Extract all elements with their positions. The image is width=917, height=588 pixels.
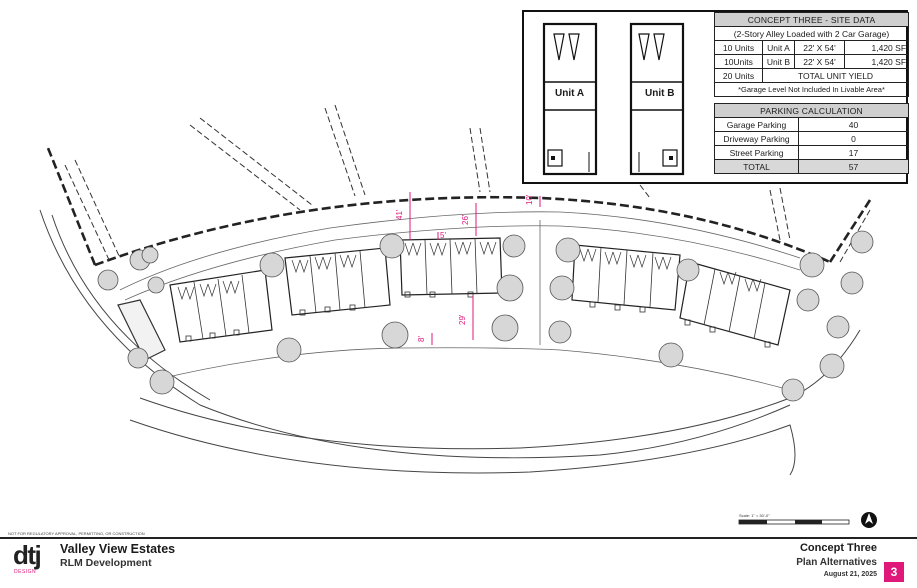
site-data-subtitle: (2-Story Alley Loaded with 2 Car Garage) [713,26,910,41]
unit-a-sketch [542,22,598,176]
unit-count: 10Units [714,54,763,69]
alley-edge-south [154,347,791,391]
parking-table: PARKING CALCULATION Garage Parking 40 Dr… [713,103,910,174]
roof-triangles [177,241,762,301]
table-row: 10Units Unit B 22' X 54' 1,420 SF [714,54,910,69]
parking-value: 0 [797,131,910,146]
disclaimer-text: NOT FOR REGULATORY APPROVAL, PERMITTING,… [8,531,145,536]
parking-total-value: 57 [797,159,910,174]
parking-title: PARKING CALCULATION [713,103,910,118]
unit-area: 1,420 SF [843,54,910,69]
table-row: Garage Parking 40 [714,117,910,132]
garage-note: *Garage Level Not Included In Livable Ar… [713,82,910,97]
scale-label: Scale: 1" = 30'-0" [739,513,770,518]
parking-label: Driveway Parking [714,131,799,146]
page-number-badge: 3 [884,562,904,582]
tree-group [97,230,874,402]
site-data-title: CONCEPT THREE - SITE DATA [713,12,910,27]
table-row: 10 Units Unit A 22' X 54' 1,420 SF [714,40,910,55]
unit-a-label: Unit A [555,88,585,99]
road-edge-outer [39,209,791,459]
site-data-panel: Unit A Unit B CONCEPT THREE - SITE DATA … [522,10,910,184]
parking-label: Garage Parking [714,117,799,132]
site-data-table: CONCEPT THREE - SITE DATA (2-Story Alley… [713,12,910,97]
parking-value: 40 [797,117,910,132]
parking-total-label: TOTAL [714,159,799,174]
sheet-subtitle: Plan Alternatives [796,557,877,568]
dimension-label-1: 41' [395,209,404,220]
dimension-label-2: 26' [461,214,470,225]
project-title: Valley View Estates [60,542,176,556]
table-row: Street Parking 17 [714,145,910,160]
dimension-label-4: 5' [440,231,446,240]
road-edge-south [139,329,861,450]
parking-label: Street Parking [714,145,799,160]
table-row: 20 Units TOTAL UNIT YIELD [714,68,910,83]
dimension-label-6: 8' [417,336,426,342]
property-boundary [94,195,831,267]
site-plan-drawing: 41' 26' 10' 5' 29' 8' [39,104,877,528]
sheet-date: August 21, 2025 [823,571,877,578]
scale-bar [738,519,850,525]
road-edge-inner-left [51,214,211,401]
parking-value: 17 [797,145,910,160]
unit-size: 22' X 54' [794,54,845,69]
client-name: RLM Development [60,557,152,569]
alley-edge-north [119,211,801,291]
building-dividers [193,237,766,340]
building-group [169,237,791,346]
company-logo: dtj [13,540,42,570]
boundary-west [46,147,97,266]
unit-type: Unit B [762,54,795,69]
driveway-marks [185,291,771,348]
unit-area: 1,420 SF [843,40,910,55]
dimension-label-3: 10' [525,194,534,205]
total-unit-count: 20 Units [714,68,763,83]
data-tables: CONCEPT THREE - SITE DATA (2-Story Alley… [713,12,910,174]
table-row: Driveway Parking 0 [714,131,910,146]
table-row: TOTAL 57 [714,159,910,174]
title-block-rule [0,537,917,539]
detention-pond [117,299,166,361]
unit-b-sketch [629,22,685,176]
unit-type: Unit A [762,40,795,55]
company-logo-sub: DESIGN [14,569,37,575]
unit-size: 22' X 54' [794,40,845,55]
road-edge-south-2 [129,419,796,476]
total-unit-yield-label: TOTAL UNIT YIELD [761,68,910,83]
dimension-lines [409,192,541,345]
unit-b-label: Unit B [645,88,675,99]
dimension-label-5: 29' [458,314,467,325]
concept-title: Concept Three [799,542,877,554]
alley-edge-north-2 [124,225,801,301]
north-arrow-icon [861,512,877,528]
unit-count: 10 Units [714,40,763,55]
